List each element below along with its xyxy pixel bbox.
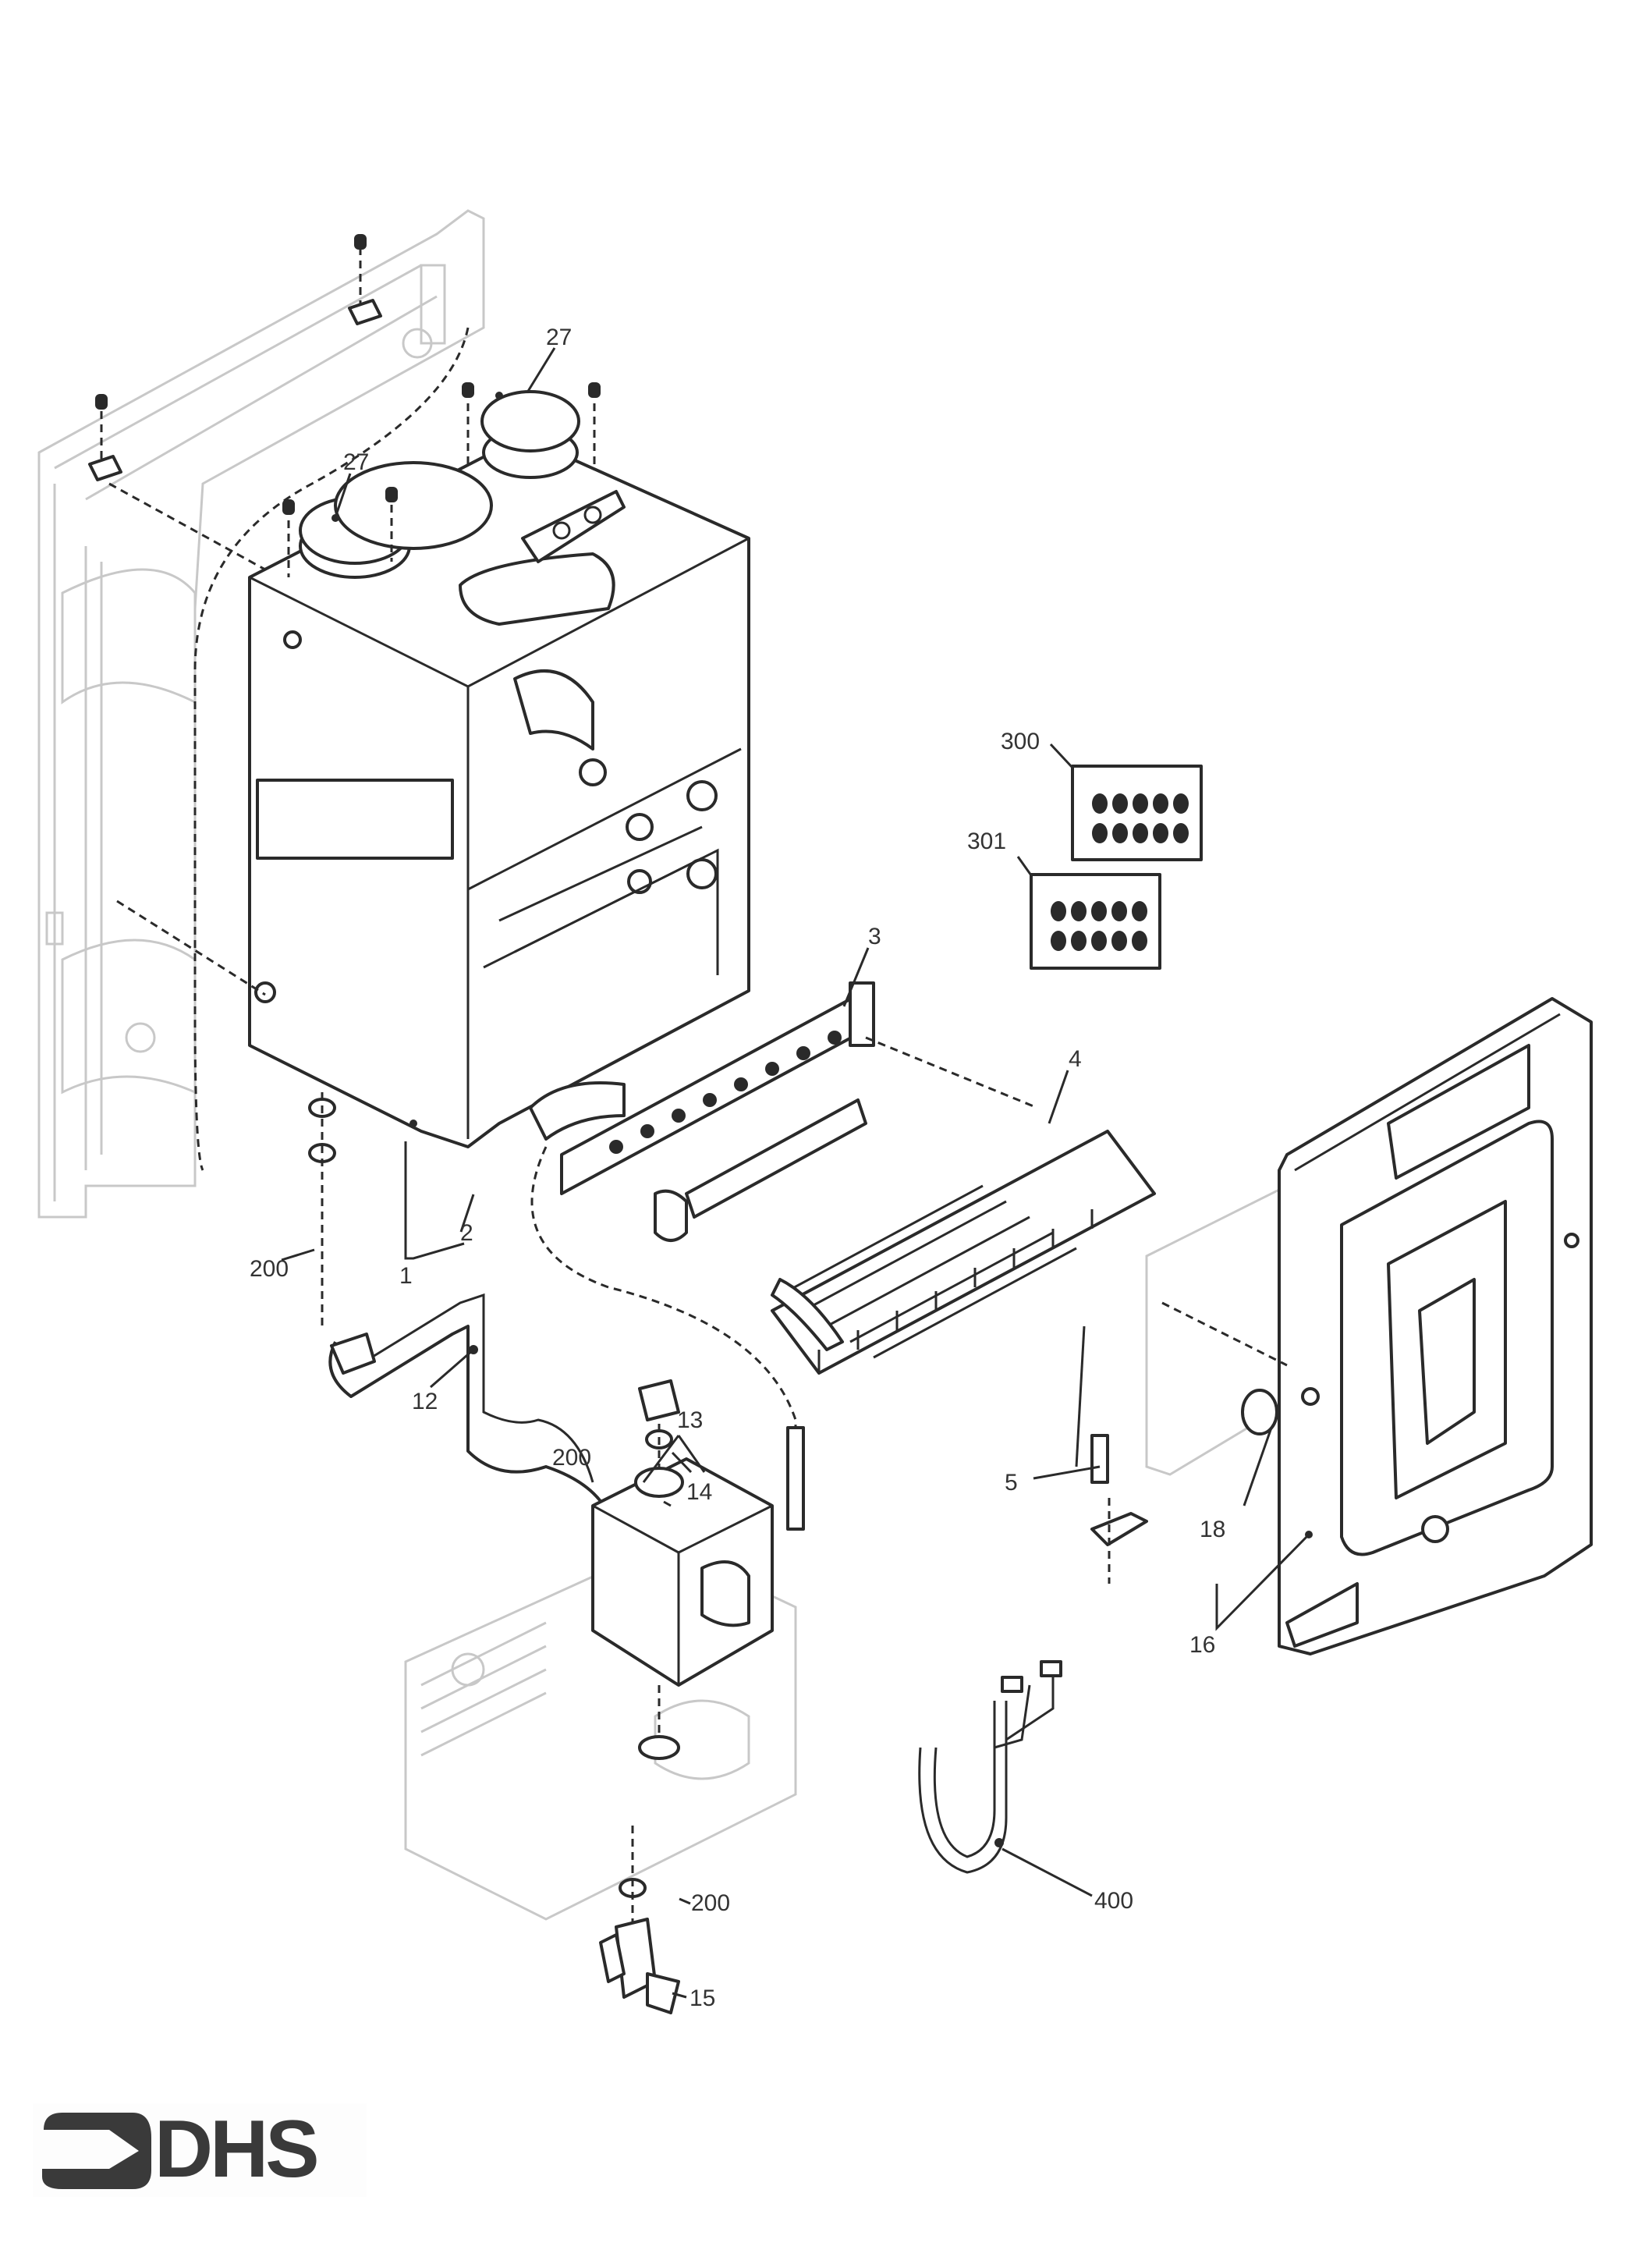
callout-5: 5 [1005,1470,1018,1496]
dash-guide-sight [1161,1301,1288,1367]
arrow-bracket-icon [42,2113,151,2189]
callout-15: 15 [690,1985,715,2011]
burner-jet-icon [1112,823,1128,843]
callout-labels: 27 27 300 301 3 4 1 2 200 12 13 14 200 5… [250,325,1225,2011]
burner-jet-icon [1091,931,1107,951]
jet-kit-300 [1071,765,1203,861]
leader-lines [281,347,1310,1999]
wiring-harness [918,1660,1062,1874]
burner-jet-icon [1173,823,1189,843]
callout-200-lower: 200 [691,1890,730,1916]
callout-27-right: 27 [546,325,572,350]
burner-jet-icon [1153,793,1168,814]
ignition-electrode [786,1325,1148,1584]
burner-jet-icon [1173,793,1189,814]
callout-14: 14 [686,1479,712,1505]
callout-300: 300 [1001,729,1040,754]
gas-cock [599,1918,680,2014]
gas-pipe [328,1293,680,1514]
burner-jet-icon [1133,793,1148,814]
burner-jet-icon [1092,793,1108,814]
callout-2: 2 [460,1220,473,1246]
callout-12: 12 [412,1389,438,1414]
callout-3: 3 [868,924,881,949]
burner-manifold [560,981,875,1242]
dash-guide-top [108,482,266,571]
dash-guide-left [116,900,266,996]
callout-301: 301 [967,829,1006,854]
combustion-chamber-casing [248,435,750,1148]
dhs-logo: DHS [33,2103,367,2197]
dash-guide-burner [865,1036,1038,1109]
callout-18: 18 [1200,1517,1225,1542]
screws-top [88,234,601,577]
washers [308,1092,673,1950]
burner-jet-icon [1153,823,1168,843]
jet-kit-301 [1030,873,1161,970]
ghost-side-panel [1145,1183,1289,1476]
callout-27-left: 27 [343,449,369,475]
burner-bars [771,1130,1156,1375]
logo-text: DHS [154,2104,317,2195]
callout-200-upper: 200 [250,1256,289,1282]
gas-valve [591,1457,774,1760]
burner-jet-icon [1071,901,1087,921]
front-panel [1278,997,1593,1655]
burner-jet-icon [1051,901,1066,921]
callout-1: 1 [399,1263,413,1289]
burner-jet-icon [1111,931,1127,951]
callout-13: 13 [677,1407,703,1433]
burner-jet-icon [1132,901,1147,921]
burner-jet-icon [1091,901,1107,921]
burner-jet-icon [1092,823,1108,843]
burner-jet-icon [1071,931,1087,951]
callout-4: 4 [1069,1046,1082,1072]
callout-16: 16 [1189,1632,1215,1658]
burner-jet-icon [1112,793,1128,814]
sight-glass [1241,1389,1278,1435]
burner-jet-icon [1051,931,1066,951]
burner-jet-icon [1133,823,1148,843]
flue-ring [334,461,493,550]
burner-jet-icon [1111,901,1127,921]
control-plate [521,490,626,563]
callout-400: 400 [1094,1888,1133,1914]
flue-cap-right [480,390,580,479]
burner-jet-icon [1132,931,1147,951]
ghost-back-panel [37,209,485,1219]
callout-200-middle: 200 [552,1445,591,1471]
